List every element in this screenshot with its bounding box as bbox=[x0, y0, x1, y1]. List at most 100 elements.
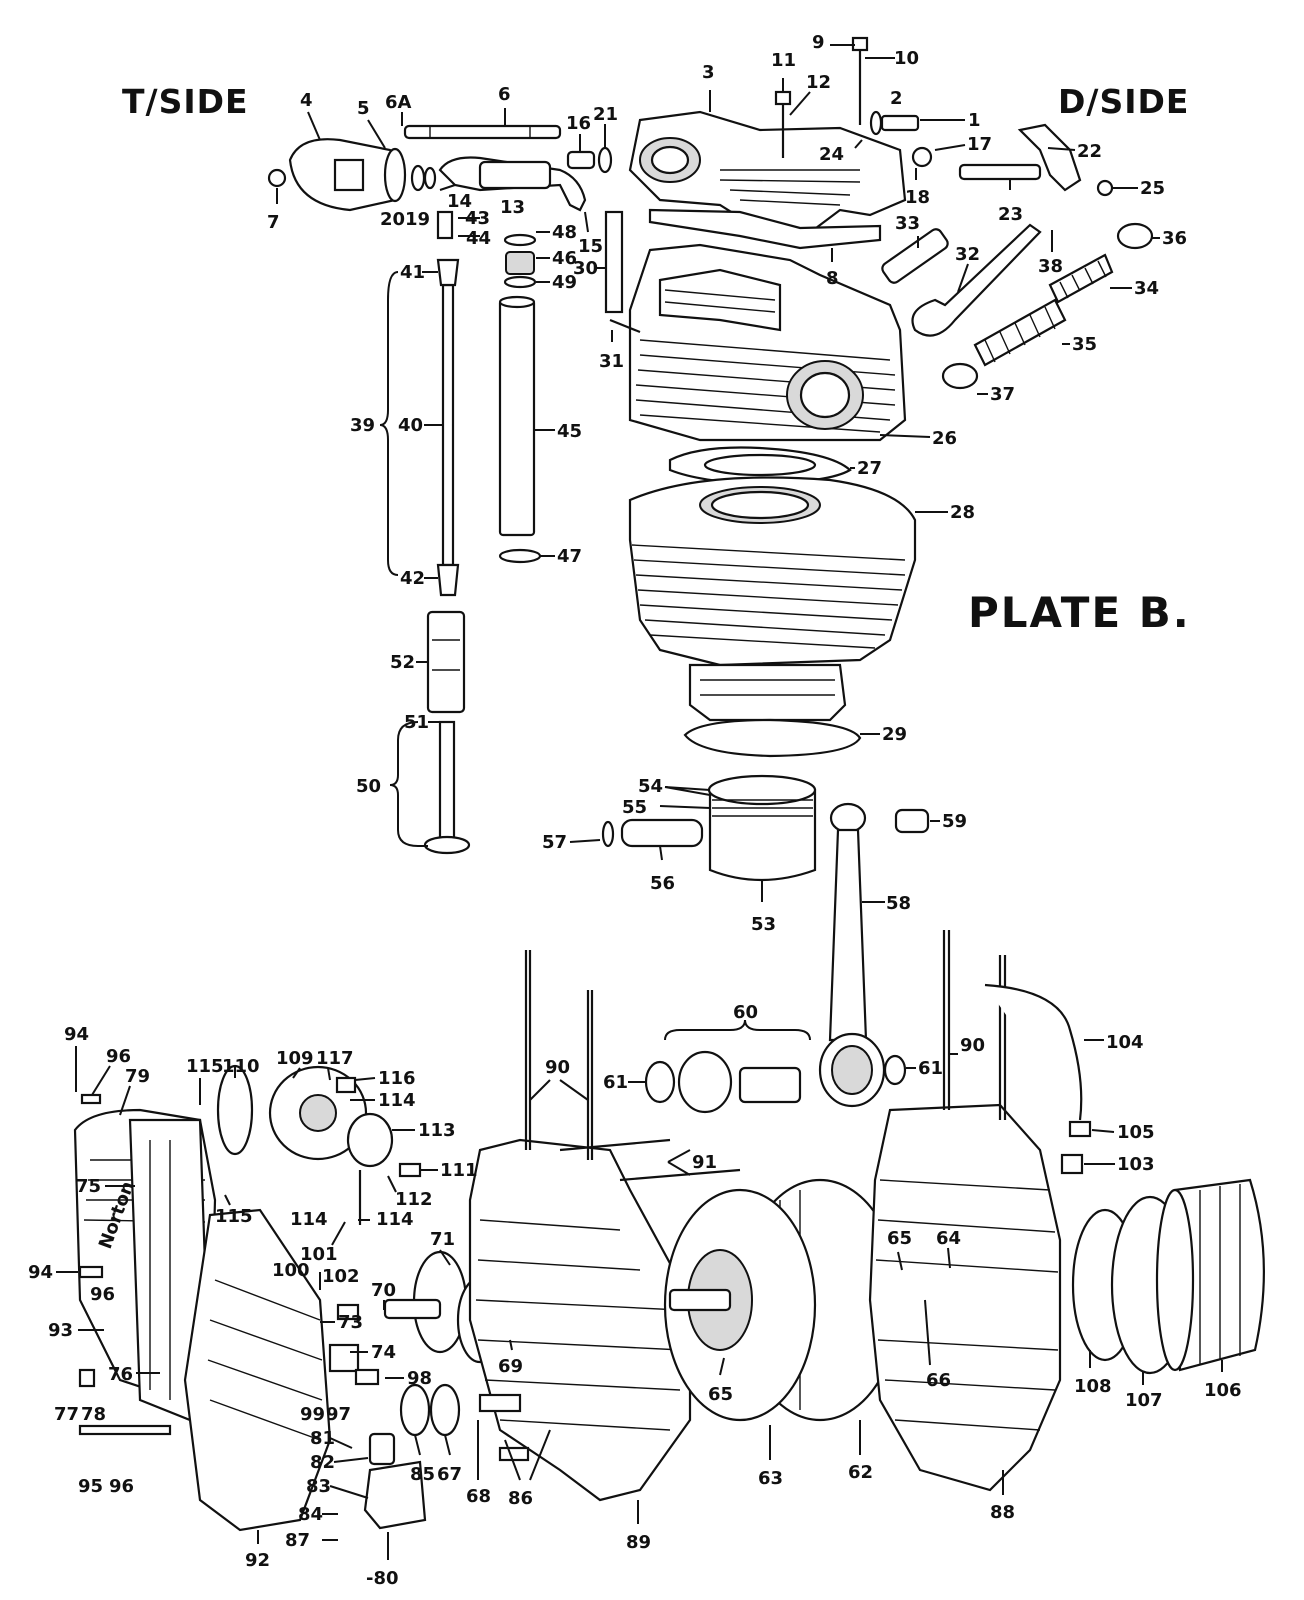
callout-36: 36 bbox=[1162, 228, 1187, 249]
callout-87: 87 bbox=[285, 1530, 310, 1551]
callout-labels: 9 10 11 12 3 2 1 6A 6 4 5 16 21 17 24 18… bbox=[28, 32, 1242, 1589]
outer-timing-cover bbox=[183, 1208, 332, 1532]
rocker-box-gasket bbox=[648, 208, 882, 250]
callout-110: 110 bbox=[222, 1056, 260, 1077]
callout-47: 47 bbox=[557, 546, 582, 567]
callout-104: 104 bbox=[1106, 1032, 1144, 1053]
callout-97: 97 bbox=[326, 1404, 351, 1425]
callout-40: 40 bbox=[398, 415, 423, 436]
callout-77: 77 bbox=[54, 1404, 79, 1425]
callout-39: 39 bbox=[350, 415, 375, 436]
callout-33: 33 bbox=[895, 213, 920, 234]
callout-68: 68 bbox=[466, 1486, 491, 1507]
inner-valve-spring bbox=[1048, 253, 1114, 304]
crank-pin bbox=[738, 1066, 802, 1104]
callout-84: 84 bbox=[298, 1504, 323, 1525]
valve-guide bbox=[881, 228, 949, 284]
drive-side-heading: D/SIDE bbox=[1058, 82, 1190, 121]
callout-70: 70 bbox=[371, 1280, 396, 1301]
callout-61: 61 bbox=[603, 1072, 628, 1093]
callout-16: 16 bbox=[566, 113, 591, 134]
callout-105: 105 bbox=[1117, 1122, 1155, 1143]
callout-19: 19 bbox=[405, 209, 430, 230]
plate-title: PLATE B. bbox=[968, 588, 1191, 637]
callout-89: 89 bbox=[626, 1532, 651, 1553]
cover-screw bbox=[78, 1424, 172, 1436]
timing-small-parts bbox=[78, 1076, 530, 1462]
callout-99: 99 bbox=[300, 1404, 325, 1425]
callout-58: 58 bbox=[886, 893, 911, 914]
banjo-bolt bbox=[1060, 1153, 1084, 1175]
tappet bbox=[438, 720, 456, 844]
callout-114b: 114 bbox=[290, 1209, 328, 1230]
piston-assembly bbox=[601, 774, 817, 882]
tube-seal-lower bbox=[498, 548, 542, 564]
callout-109: 109 bbox=[276, 1048, 314, 1069]
end-cover-nut bbox=[267, 168, 287, 188]
callout-85: 85 bbox=[410, 1464, 435, 1485]
callout-108: 108 bbox=[1074, 1376, 1112, 1397]
big-end-nut bbox=[644, 1060, 676, 1104]
valve-gear bbox=[881, 123, 1154, 390]
callout-80: -80 bbox=[366, 1568, 399, 1589]
circlip bbox=[601, 820, 615, 848]
callout-81: 81 bbox=[310, 1428, 335, 1449]
callout-106: 106 bbox=[1204, 1380, 1242, 1401]
callout-6: 6 bbox=[498, 84, 511, 105]
callout-34: 34 bbox=[1134, 278, 1159, 299]
pushrod bbox=[441, 283, 455, 567]
valve bbox=[911, 223, 1042, 337]
callout-62: 62 bbox=[848, 1462, 873, 1483]
callout-76: 76 bbox=[108, 1364, 133, 1385]
callout-111: 111 bbox=[440, 1160, 478, 1181]
callout-101: 101 bbox=[300, 1244, 338, 1265]
callout-107: 107 bbox=[1125, 1390, 1163, 1411]
callout-98: 98 bbox=[407, 1368, 432, 1389]
callout-100: 100 bbox=[272, 1260, 310, 1281]
callout-90b: 90 bbox=[960, 1035, 985, 1056]
callout-30: 30 bbox=[573, 258, 598, 279]
callout-94: 94 bbox=[64, 1024, 89, 1045]
callout-94b: 94 bbox=[28, 1262, 53, 1283]
callout-6A: 6A bbox=[385, 92, 412, 113]
callout-92: 92 bbox=[245, 1550, 270, 1571]
exhaust-rocker-spindle bbox=[958, 163, 1042, 181]
timing-cover: Norton bbox=[73, 1108, 332, 1532]
oil-pipe bbox=[984, 983, 1083, 1121]
rocker-bolt bbox=[880, 114, 920, 132]
callout-9: 9 bbox=[812, 32, 825, 53]
callout-11: 11 bbox=[771, 50, 796, 71]
oil-pump bbox=[363, 1460, 427, 1530]
callout-74: 74 bbox=[371, 1342, 396, 1363]
callout-3: 3 bbox=[702, 62, 715, 83]
callout-31: 31 bbox=[599, 351, 624, 372]
oil-pump-gear bbox=[399, 1383, 431, 1437]
thrust-washer bbox=[597, 146, 613, 174]
callout-63: 63 bbox=[758, 1468, 783, 1489]
callout-12: 12 bbox=[806, 72, 831, 93]
callout-114c: 114 bbox=[376, 1209, 414, 1230]
callout-22: 22 bbox=[1077, 141, 1102, 162]
drive-side-crankcase bbox=[868, 930, 1062, 1492]
callout-79: 79 bbox=[125, 1066, 150, 1087]
callout-75: 75 bbox=[76, 1176, 101, 1197]
callout-46: 46 bbox=[552, 248, 577, 269]
callout-117: 117 bbox=[316, 1048, 354, 1069]
breather-plate bbox=[346, 1112, 394, 1168]
callout-53: 53 bbox=[751, 914, 776, 935]
callout-116: 116 bbox=[378, 1068, 416, 1089]
callout-1: 1 bbox=[968, 110, 981, 131]
callout-18: 18 bbox=[905, 187, 930, 208]
callout-103: 103 bbox=[1117, 1154, 1155, 1175]
callout-41: 41 bbox=[400, 262, 425, 283]
callout-29: 29 bbox=[882, 724, 907, 745]
head-bolt bbox=[604, 210, 624, 314]
gudgeon-pin bbox=[620, 818, 704, 848]
callout-14: 14 bbox=[447, 191, 472, 212]
callout-13: 13 bbox=[500, 197, 525, 218]
pushrod-assembly bbox=[423, 210, 624, 855]
callout-90: 90 bbox=[545, 1057, 570, 1078]
callout-55: 55 bbox=[622, 797, 647, 818]
callout-96b: 96 bbox=[109, 1476, 134, 1497]
rocker-box bbox=[628, 110, 907, 242]
